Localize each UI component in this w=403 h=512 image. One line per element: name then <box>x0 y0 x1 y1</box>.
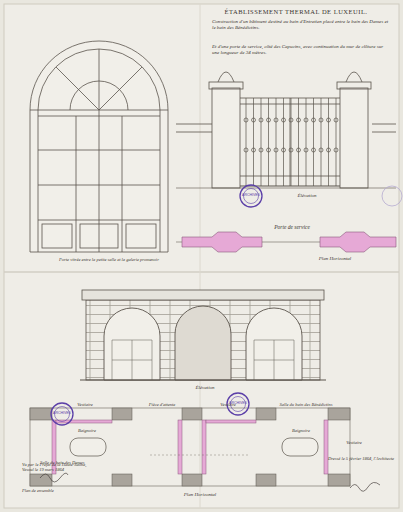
drawing-label: Vestiaire <box>200 402 256 407</box>
drawing-label: Porte de service <box>262 224 322 230</box>
drawing-label: ARCHIVES <box>228 401 248 405</box>
sheet-title: ÉTABLISSEMENT THERMAL DE LUXEUIL. <box>196 8 396 15</box>
archive-stamps <box>51 185 402 425</box>
drawing-label: Construction d'un bâtiment destiné au ba… <box>212 19 390 31</box>
drawing-label: Vestiaire <box>60 402 110 407</box>
ground-plan <box>30 408 350 486</box>
drawing-label: Porte vitrée entre la petite salle et la… <box>34 257 184 262</box>
drawing-label: Baignoire <box>62 428 112 433</box>
drawing-label: Vu par le Préfet de la Haute-Saône, Veso… <box>22 462 92 472</box>
drawing-label: Vestiaire <box>334 440 374 445</box>
drawing-label: Dressé le 5 février 1864, l'Architecte <box>328 456 396 461</box>
drawing-label: Plan Horizontal <box>160 492 240 498</box>
drawing-label: Salle du bain des Bénédictins <box>276 402 336 407</box>
drawing-label: ARCHIVES <box>241 193 261 197</box>
gate-plan <box>176 232 396 252</box>
drawing-label: Élévation <box>282 193 332 199</box>
drawing-label: Pièce d'attente <box>140 402 184 407</box>
drawing-label: Plan Horizontal <box>300 256 370 262</box>
drawing-label: Plan de ensemble <box>22 488 82 493</box>
signature <box>40 473 380 491</box>
gate-bars <box>244 98 338 186</box>
service-gate <box>176 72 396 188</box>
drawing-label: ARCHIVES <box>52 411 72 415</box>
drawing-label: Baignoire <box>276 428 326 433</box>
drawing-label: Et d'une porte de service, côté des Capu… <box>212 44 390 56</box>
drawing-label: Élévation <box>170 385 240 391</box>
glazed-door <box>30 41 168 252</box>
facade-elevation <box>80 290 326 380</box>
